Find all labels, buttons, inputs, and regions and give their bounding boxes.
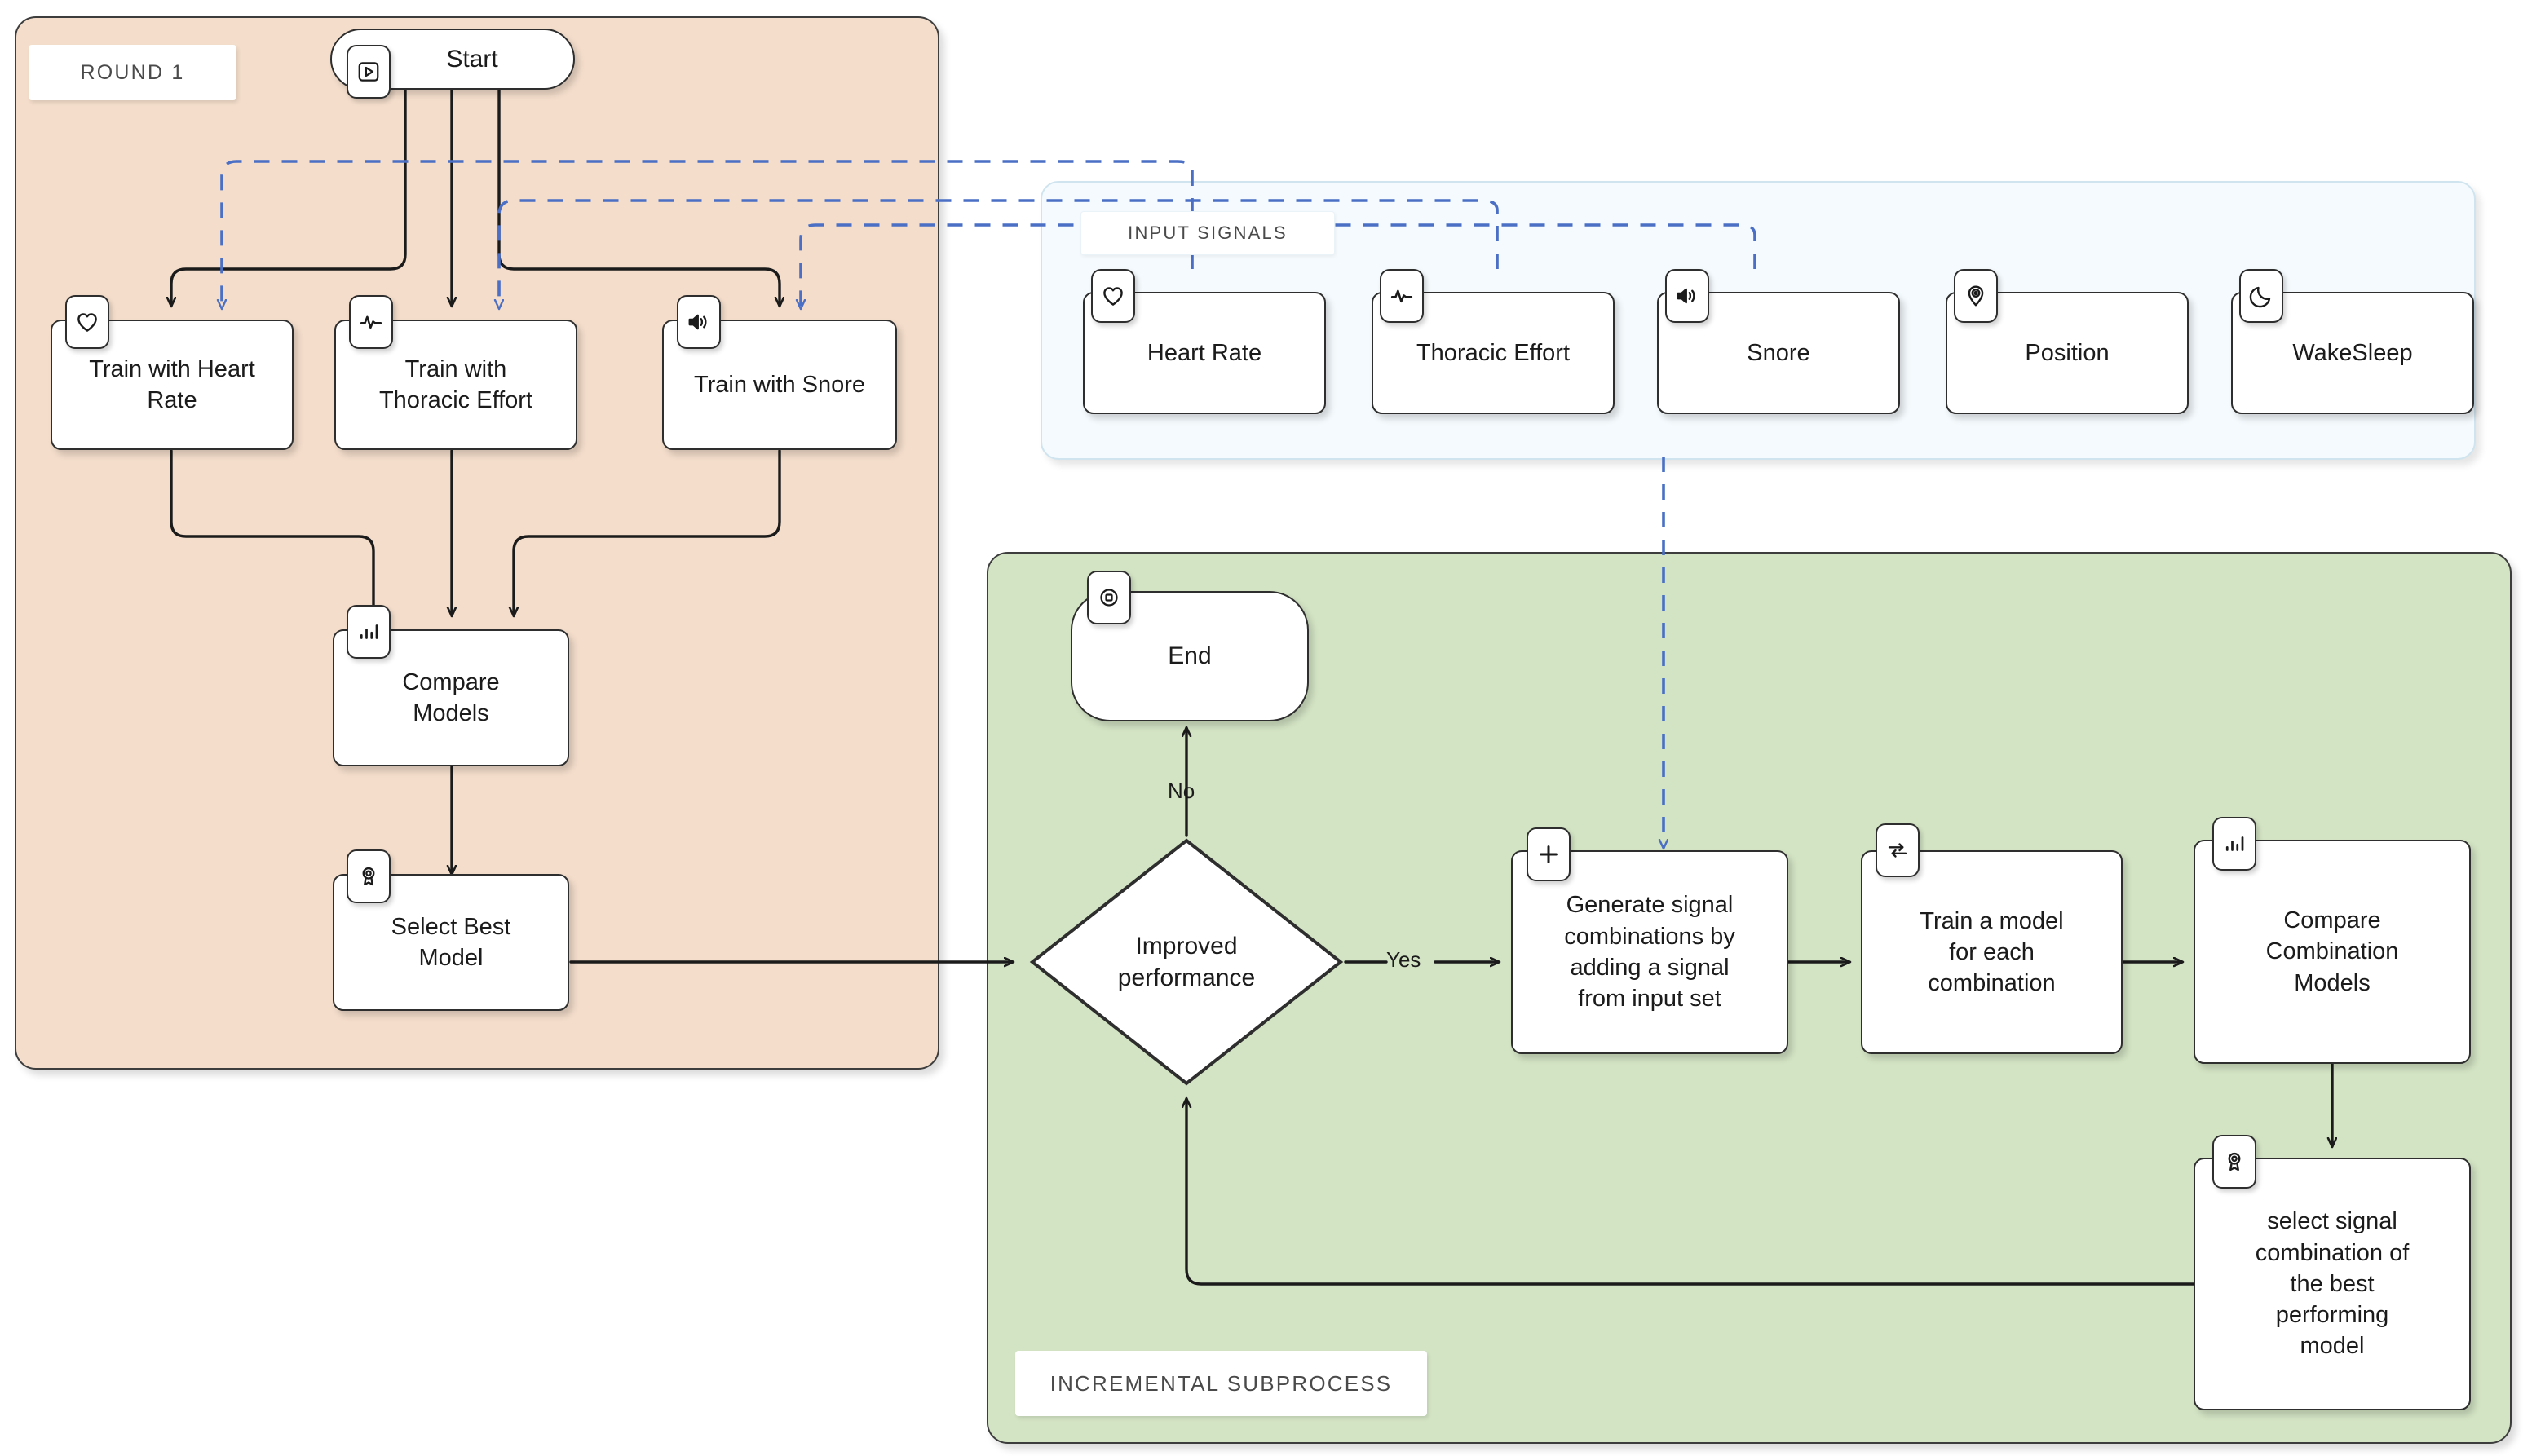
plus-icon bbox=[1527, 827, 1571, 881]
node-train-snore-label: Train with Snore bbox=[693, 371, 866, 398]
heart-icon bbox=[65, 295, 109, 349]
pool-inputs-label: INPUT SIGNALS bbox=[1080, 211, 1335, 255]
speaker-icon bbox=[1665, 269, 1709, 323]
pool-round1-label: ROUND 1 bbox=[29, 45, 236, 100]
pulse-icon bbox=[1380, 269, 1424, 323]
node-train-model-each-combination-label: Train a model for each combination bbox=[1920, 907, 2064, 997]
input-signal-thoracic-effort[interactable]: Thoracic Effort bbox=[1372, 292, 1615, 414]
award-icon bbox=[347, 849, 391, 903]
input-signal-label: Thoracic Effort bbox=[1416, 339, 1571, 366]
node-end-label: End bbox=[1168, 642, 1212, 670]
node-train-thoracic-effort-label: Train with Thoracic Effort bbox=[378, 355, 533, 413]
location-pin-icon bbox=[1954, 269, 1998, 323]
input-signal-label: Position bbox=[2025, 339, 2110, 366]
node-improved-performance[interactable]: Improved performance bbox=[1027, 836, 1345, 1088]
speaker-icon bbox=[677, 295, 721, 349]
play-icon bbox=[347, 45, 391, 99]
node-generate-signal-combinations-label: Generate signal combinations by adding a… bbox=[1564, 892, 1735, 1013]
input-signal-label: WakeSleep bbox=[2292, 339, 2413, 366]
pulse-icon bbox=[349, 295, 393, 349]
stop-icon bbox=[1087, 571, 1131, 624]
node-train-snore[interactable]: Train with Snore bbox=[662, 320, 897, 450]
node-improved-performance-label: Improved performance bbox=[1117, 933, 1256, 991]
node-start-label: Start bbox=[446, 45, 498, 73]
heart-icon bbox=[1091, 269, 1135, 323]
node-generate-signal-combinations[interactable]: Generate signal combinations by adding a… bbox=[1511, 850, 1788, 1054]
node-select-signal-combination-label: select signal combination of the best pe… bbox=[2255, 1208, 2410, 1360]
award-icon bbox=[2212, 1135, 2256, 1189]
edge-label-no: No bbox=[1168, 779, 1195, 803]
edge-label-yes: Yes bbox=[1386, 947, 1421, 972]
moon-icon bbox=[2239, 269, 2283, 323]
node-select-best-model[interactable]: Select Best Model bbox=[333, 874, 569, 1011]
node-compare-combination-models[interactable]: Compare Combination Models bbox=[2194, 840, 2471, 1064]
node-select-best-model-label: Select Best Model bbox=[391, 913, 511, 971]
input-signal-label: Snore bbox=[1747, 339, 1810, 366]
node-select-signal-combination[interactable]: select signal combination of the best pe… bbox=[2194, 1158, 2471, 1410]
repeat-icon bbox=[1876, 823, 1920, 877]
bar-chart-icon bbox=[2212, 817, 2256, 871]
signal-association-flows bbox=[222, 160, 1756, 848]
node-train-heart-rate-label: Train with Heart Rate bbox=[89, 355, 255, 413]
input-signal-label: Heart Rate bbox=[1147, 339, 1262, 366]
bar-chart-icon bbox=[347, 605, 391, 659]
node-compare-combination-models-label: Compare Combination Models bbox=[2265, 907, 2399, 996]
node-train-model-each-combination[interactable]: Train a model for each combination bbox=[1861, 850, 2123, 1054]
pool-incremental-label: INCREMENTAL SUBPROCESS bbox=[1015, 1351, 1427, 1416]
node-compare-models-label: Compare Models bbox=[402, 668, 500, 726]
